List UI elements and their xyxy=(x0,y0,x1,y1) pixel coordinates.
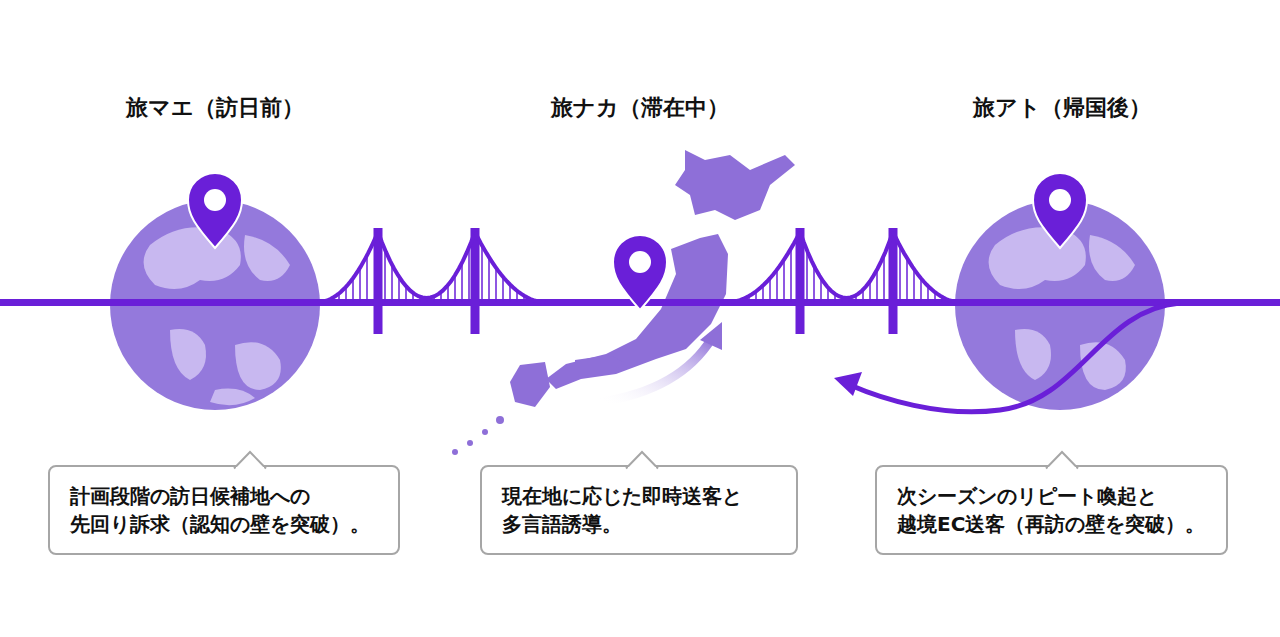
bridge-stroke xyxy=(820,278,822,302)
bridge-stroke xyxy=(748,296,750,302)
bridge-stroke xyxy=(412,293,414,302)
bridge-stroke xyxy=(426,298,428,302)
bridge-stroke xyxy=(509,285,511,303)
bridge-stroke xyxy=(495,268,497,302)
callout-text: 計画段階の訪日候補地への 先回り訴求（認知の壁を突破）。 xyxy=(50,482,398,538)
bridge-stroke xyxy=(941,297,943,302)
return-arrow xyxy=(850,303,1180,412)
bridge-stroke xyxy=(352,278,354,302)
bridge-stroke xyxy=(523,296,525,302)
bridge-stroke xyxy=(783,260,785,302)
arrow-head xyxy=(834,372,862,396)
bridge-stroke xyxy=(468,247,470,302)
bridge-stroke xyxy=(883,255,885,302)
bridge-cable xyxy=(318,232,378,302)
bridge-stroke xyxy=(481,245,483,302)
phase-heading: 旅マエ（訪日前） xyxy=(126,93,304,123)
bridge-stroke xyxy=(516,291,518,302)
callout-text: 次シーズンのリピート喚起と 越境EC送客（再訪の壁を突破）。 xyxy=(877,482,1226,538)
bridge-stroke xyxy=(345,287,347,302)
bridge-stroke xyxy=(454,275,456,302)
bridge-stroke xyxy=(855,295,857,302)
bridge-stroke xyxy=(488,257,490,302)
bridge-stroke xyxy=(834,294,836,302)
arrow-head xyxy=(700,322,722,350)
bridge-stroke xyxy=(755,291,757,302)
bridge-stroke xyxy=(920,278,922,302)
bridge-stroke xyxy=(927,286,929,302)
location-pins xyxy=(188,173,1087,310)
bridge-stroke xyxy=(391,265,393,302)
flow-arrow xyxy=(600,338,712,402)
callout-box: 次シーズンのリピート喚起と 越境EC送客（再訪の壁を突破）。 xyxy=(875,465,1228,555)
bridge-stroke xyxy=(790,248,792,302)
bridge-stroke xyxy=(338,293,340,302)
bridge-stroke xyxy=(906,258,908,302)
bridge-stroke xyxy=(813,266,815,302)
bridge-stroke xyxy=(869,281,871,302)
bridge-cable xyxy=(893,232,960,302)
bridge-stroke xyxy=(776,270,778,302)
callout-tail xyxy=(1046,451,1078,469)
bridge-stroke xyxy=(899,246,901,302)
bridge-stroke xyxy=(398,277,400,302)
bridge-stroke xyxy=(447,285,449,302)
bridge-stroke xyxy=(359,268,361,302)
callout-tail xyxy=(234,451,266,469)
bridge-stroke xyxy=(461,263,463,302)
bridge-stroke xyxy=(827,288,829,302)
bridge-cable xyxy=(728,232,800,302)
bridge-stroke xyxy=(862,290,864,302)
bridge-stroke xyxy=(405,286,407,302)
bridge-stroke xyxy=(440,292,442,302)
bridge-stroke xyxy=(769,278,771,302)
callout-box: 現在地に応じた即時送客と 多言語誘導。 xyxy=(480,465,798,555)
bridge-stroke xyxy=(841,297,843,302)
phase-heading: 旅ナカ（滞在中） xyxy=(551,93,729,123)
bridge-stroke xyxy=(366,255,368,302)
bridge-group xyxy=(318,228,960,334)
bridge-stroke xyxy=(913,269,915,302)
bridge-stroke xyxy=(502,277,504,302)
callout-box: 計画段階の訪日候補地への 先回り訴求（認知の壁を突破）。 xyxy=(48,465,400,555)
phase-heading: 旅アト（帰国後） xyxy=(973,93,1151,123)
bridge-cable xyxy=(475,232,545,302)
bridge-stroke xyxy=(934,292,936,302)
bridge-stroke xyxy=(419,297,421,302)
bridge-stroke xyxy=(876,270,878,302)
bridge-stroke xyxy=(806,250,808,302)
bridge-stroke xyxy=(433,296,435,302)
bridge-stroke xyxy=(848,298,850,302)
bridge-stroke xyxy=(331,298,333,302)
callout-tail xyxy=(626,451,658,469)
callout-text: 現在地に応じた即時送客と 多言語誘導。 xyxy=(482,482,796,538)
bridge-stroke xyxy=(762,285,764,302)
bridge-stroke xyxy=(384,250,386,302)
